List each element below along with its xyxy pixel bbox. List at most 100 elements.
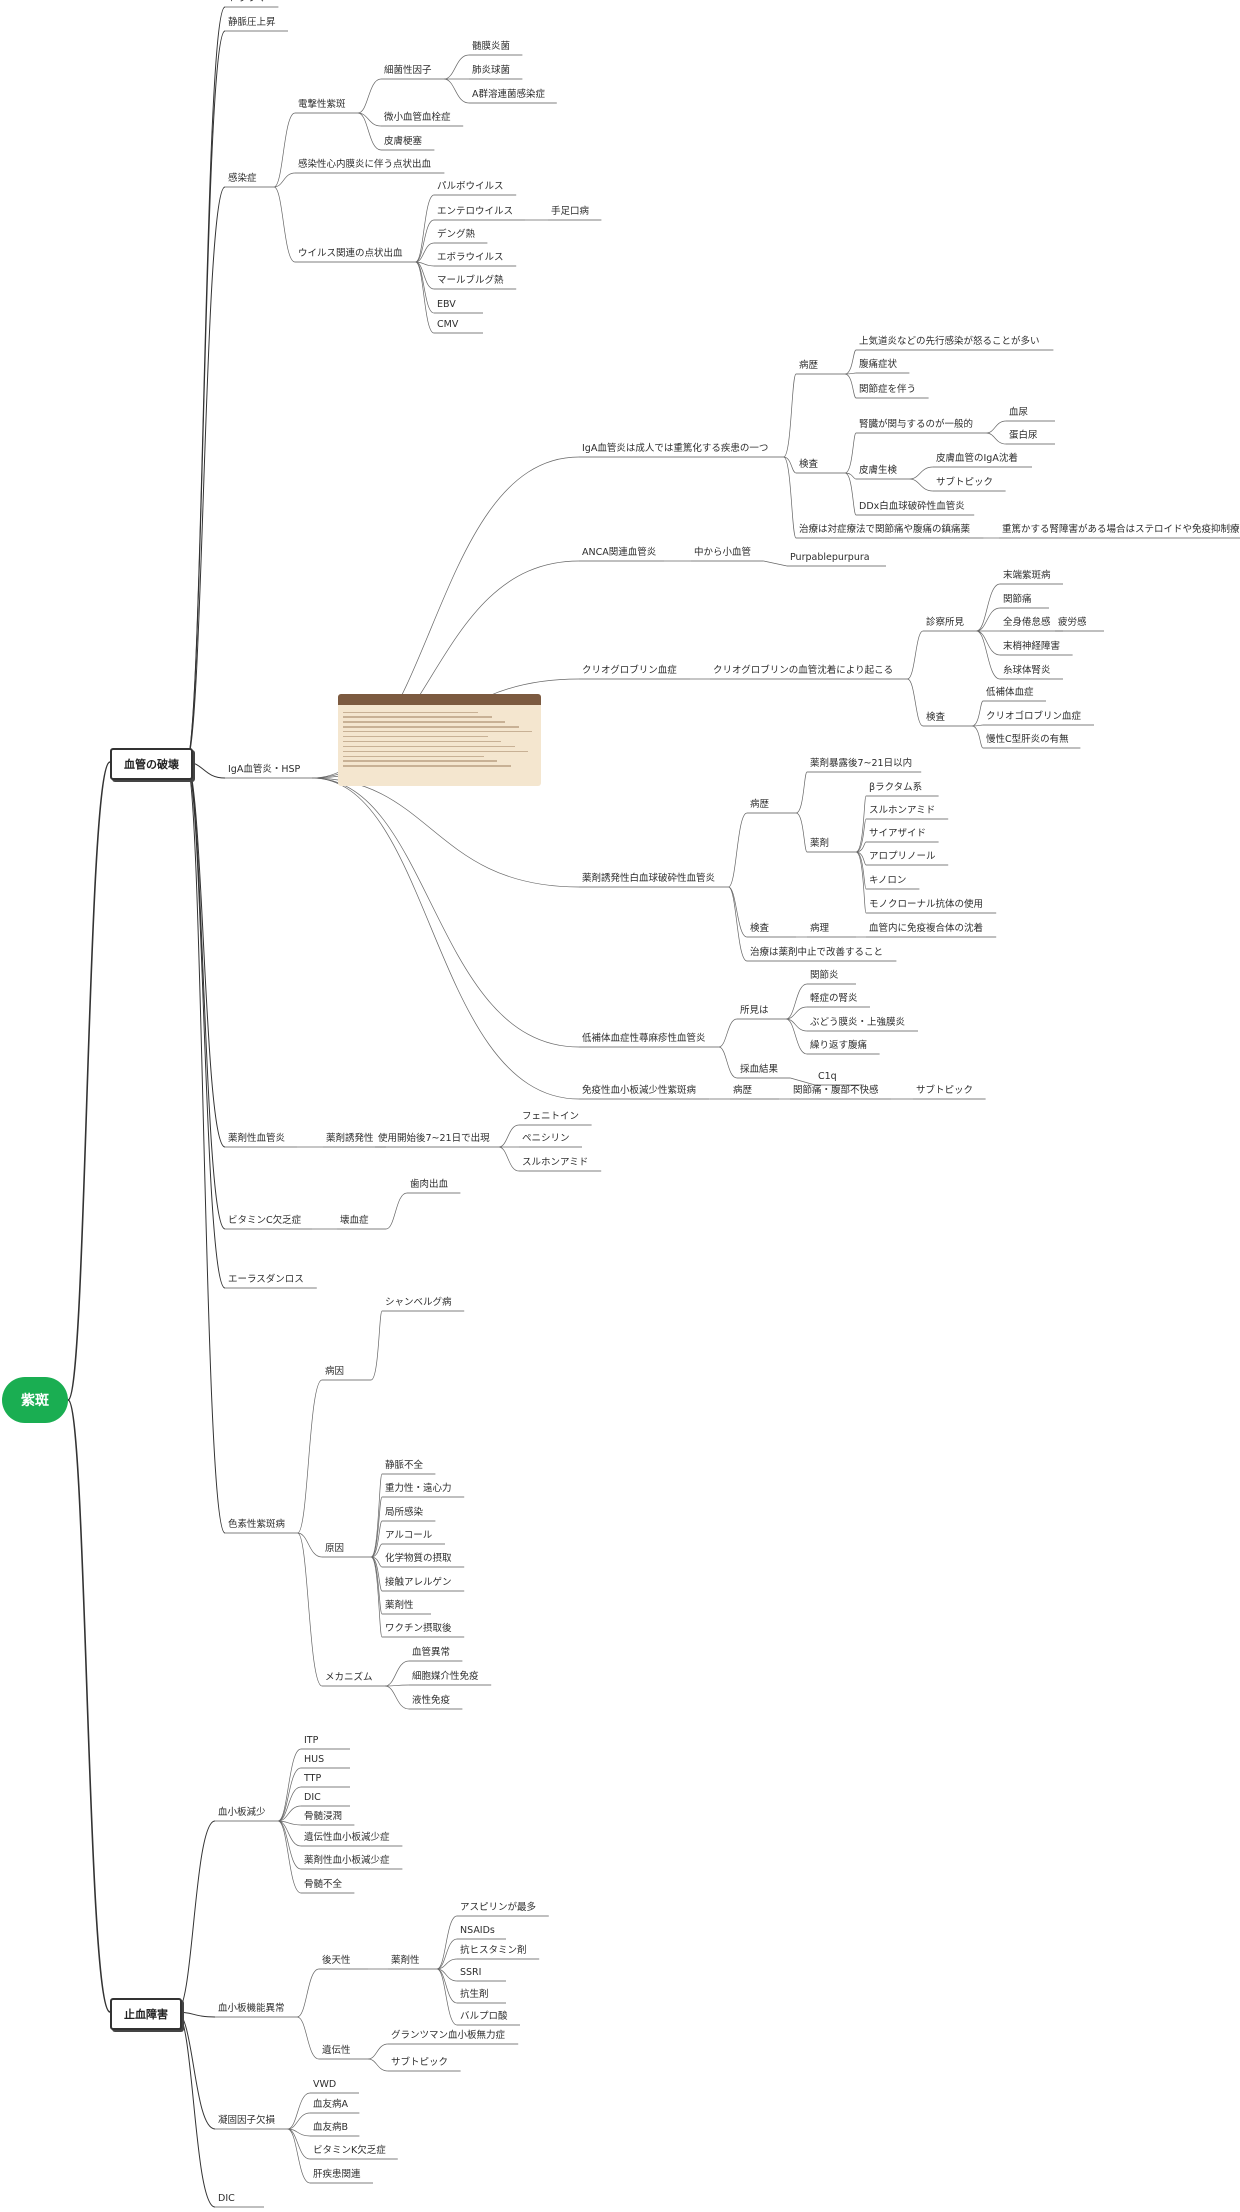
topic-node-0-3-3-1-0-0[interactable]: 血管内に免疫複合体の沈着 [869,923,984,934]
topic-node-1-0-4[interactable]: 骨髄浸潤 [304,1811,343,1822]
topic-node-0-3-2-0-1-1[interactable]: クリオゴロブリン血症 [986,711,1082,722]
topic-node-0-2-0[interactable]: 電撃性紫斑 [298,99,346,110]
topic-node-1-2-4[interactable]: 肝疾患関連 [313,2169,361,2180]
topic-node-0-3-4-0[interactable]: 所見は [740,1005,769,1016]
topic-node-0-4-0-0-2[interactable]: スルホンアミド [522,1157,589,1168]
topic-node-0-3-4-0-0[interactable]: 関節炎 [810,970,839,981]
topic-node-1-1-0-0-2[interactable]: 抗ヒスタミン剤 [460,1945,527,1956]
topic-node-0-2-2-5[interactable]: EBV [437,299,456,310]
topic-node-0-3-0-0-2[interactable]: 関節症を伴う [859,384,917,395]
topic-node-0-2-2-2[interactable]: デング熱 [437,229,476,240]
topic-node-0-3-1[interactable]: ANCA関連血管炎 [582,547,657,558]
topic-node-0-2-2-6[interactable]: CMV [437,319,459,330]
topic-node-1-3[interactable]: DIC [218,2193,235,2204]
topic-node-0-3-0-0[interactable]: 病歴 [799,360,819,371]
topic-node-0-3-2-0[interactable]: クリオグロブリンの血管沈着により起こる [713,665,894,676]
topic-node-0-7-2-1[interactable]: 細胞媒介性免疫 [412,1671,479,1682]
topic-node-1-1-0-0-4[interactable]: 抗生剤 [460,1989,489,2000]
topic-node-0-2-0-2[interactable]: 皮膚梗塞 [384,136,423,147]
topic-node-0-3-3[interactable]: 薬剤誘発性白血球破砕性血管炎 [582,873,716,884]
topic-node-0-3-4-0-3[interactable]: 繰り返す腹痛 [810,1040,868,1051]
topic-node-0-2-1[interactable]: 感染性心内膜炎に伴う点状出血 [298,159,432,170]
topic-node-0-2-2-4[interactable]: マールブルグ熱 [437,275,504,286]
topic-node-0-7-1-3[interactable]: アルコール [385,1530,433,1541]
topic-node-1-2-3[interactable]: ビタミンK欠乏症 [313,2145,386,2156]
topic-node-0-2-0-0-2[interactable]: A群溶連菌感染症 [472,89,545,100]
topic-node-0-3-2-0-1-2[interactable]: 慢性C型肝炎の有無 [986,734,1069,745]
topic-node-0-3-2-0-0-1[interactable]: 関節痛 [1003,594,1032,605]
topic-node-0-2-2-1-0[interactable]: 手足口病 [551,206,590,217]
topic-node-1-0[interactable]: 血小板減少 [218,1807,266,1818]
topic-node-0-3-0-0-0[interactable]: 上気道炎などの先行感染が怒ることが多い [859,336,1040,347]
main-topic-0[interactable]: 血管の破壊 [110,748,193,780]
topic-node-0-3-3-0-1[interactable]: 薬剤 [810,838,830,849]
topic-node-1-0-0[interactable]: ITP [304,1735,319,1746]
topic-node-0-3-1-0-0[interactable]: Purpablepurpura [790,552,870,563]
topic-node-1-1-0-0-3[interactable]: SSRI [460,1967,482,1978]
topic-node-1-1-1[interactable]: 遺伝性 [322,2045,351,2056]
topic-node-0-3-0-1-1-1[interactable]: サブトピック [936,477,994,488]
topic-node-0-3-0-2[interactable]: 治療は対症療法で関節痛や腹痛の鎮痛薬 [799,524,971,535]
topic-node-0-7-1-0[interactable]: 静脈不全 [385,1460,424,1471]
topic-node-0-2-0-0[interactable]: 細菌性因子 [384,65,432,76]
topic-node-0-3-4-1-0[interactable]: C1q [818,1071,837,1082]
topic-node-0-3-4[interactable]: 低補体血症性蕁麻疹性血管炎 [582,1033,706,1044]
topic-node-0-3-0-2-0[interactable]: 重篤かする腎障害がある場合はステロイドや免疫抑制療法 [1002,524,1240,535]
topic-node-0-7-2-0[interactable]: 血管異常 [412,1647,451,1658]
topic-node-0-7-1-5[interactable]: 接触アレルゲン [385,1577,452,1588]
topic-node-0-3-0-1-0[interactable]: 腎臓が関与するのが一般的 [859,419,974,430]
topic-node-0-3-5-0[interactable]: 病歴 [733,1085,753,1096]
topic-node-0-3-5[interactable]: 免疫性血小板減少性紫斑病 [582,1085,697,1096]
topic-node-0-3-5-0-0-0[interactable]: サブトピック [916,1085,974,1096]
topic-node-0-3-3-2[interactable]: 治療は薬剤中止で改善すること [750,947,884,958]
topic-node-0-4-0-0[interactable]: 使用開始後7~21日で出現 [378,1133,490,1144]
topic-node-1-0-2[interactable]: TTP [304,1773,322,1784]
topic-node-1-0-7[interactable]: 骨髄不全 [304,1879,343,1890]
topic-node-0-3-3-0-1-4[interactable]: キノロン [869,875,907,886]
topic-node-0-7-1-7[interactable]: ワクチン摂取後 [385,1623,452,1634]
topic-node-0-7-2[interactable]: メカニズム [325,1672,373,1683]
topic-node-0-7-0[interactable]: 病因 [325,1366,345,1377]
topic-node-0-2[interactable]: 感染症 [228,173,257,184]
topic-node-0-2-0-0-0[interactable]: 髄膜炎菌 [472,41,511,52]
topic-node-1-2[interactable]: 凝固因子欠損 [218,2115,276,2126]
topic-node-0-7-2-2[interactable]: 液性免疫 [412,1695,451,1706]
topic-node-0-7-1-6[interactable]: 薬剤性 [385,1600,414,1611]
topic-node-0-3-3-1[interactable]: 検査 [750,923,770,934]
topic-node-0-7-1-4[interactable]: 化学物質の摂取 [385,1553,452,1564]
topic-node-0-3-2-0-0-3[interactable]: 末梢神経障害 [1003,641,1061,652]
topic-node-0-3-2[interactable]: クリオグロブリン血症 [582,665,677,676]
topic-node-1-2-2[interactable]: 血友病B [313,2122,349,2133]
topic-node-0-3-3-0-1-1[interactable]: スルホンアミド [869,805,936,816]
topic-node-0-3-0-1-0-0[interactable]: 血尿 [1009,407,1029,418]
topic-node-0-3-2-0-0-4[interactable]: 糸球体腎炎 [1003,665,1051,676]
topic-node-0-5-0-0[interactable]: 歯肉出血 [410,1179,449,1190]
topic-node-0-3-5-0-0[interactable]: 関節痛・腹部不快感 [793,1085,879,1096]
topic-node-0-2-2-3[interactable]: エボラウイルス [437,252,504,263]
topic-node-0-3-2-0-0[interactable]: 診察所見 [926,617,965,628]
topic-node-1-1-0-0-1[interactable]: NSAIDs [460,1925,495,1936]
topic-node-1-1-1-0[interactable]: グランツマン血小板無力症 [391,2030,506,2041]
topic-node-0-3-2-0-0-2-0[interactable]: 疲労感 [1058,617,1087,628]
topic-node-0-7-0-0[interactable]: シャンベルグ病 [385,1297,452,1308]
topic-node-0-2-2-1[interactable]: エンテロウイルス [437,206,514,217]
topic-node-0-7-1-2[interactable]: 局所感染 [385,1507,424,1518]
topic-node-0-3-2-0-1-0[interactable]: 低補体血症 [986,687,1034,698]
topic-node-0-2-2[interactable]: ウイルス関連の点状出血 [298,248,403,259]
topic-node-0-3-3-1-0[interactable]: 病理 [810,923,830,934]
topic-node-0-3-3-0-1-3[interactable]: アロプリノール [869,851,936,862]
topic-node-0-3-0-1-1[interactable]: 皮膚生検 [859,465,898,476]
topic-node-0-3-0-1[interactable]: 検査 [799,459,819,470]
topic-node-0-3-0-1-1-0[interactable]: 皮膚血管のIgA沈着 [936,453,1018,464]
topic-node-0-2-0-0-1[interactable]: 肺炎球菌 [472,65,511,76]
topic-node-0-3-3-0-1-2[interactable]: サイアザイド [869,828,927,839]
topic-node-0-6[interactable]: エーラスダンロス [228,1274,304,1285]
topic-node-0-3-4-1[interactable]: 採血結果 [740,1064,779,1075]
main-topic-1[interactable]: 止血障害 [110,1998,182,2030]
topic-node-0-3-3-0[interactable]: 病歴 [750,799,770,810]
topic-node-0-3-2-0-0-2[interactable]: 全身倦怠感 [1003,617,1051,628]
topic-node-0-7[interactable]: 色素性紫斑病 [228,1519,286,1530]
topic-node-0-3-3-0-1-0[interactable]: βラクタム系 [869,782,923,793]
topic-node-0-5[interactable]: ビタミンC欠乏症 [228,1215,302,1226]
topic-node-0-2-0-1[interactable]: 微小血管血栓症 [384,112,451,123]
